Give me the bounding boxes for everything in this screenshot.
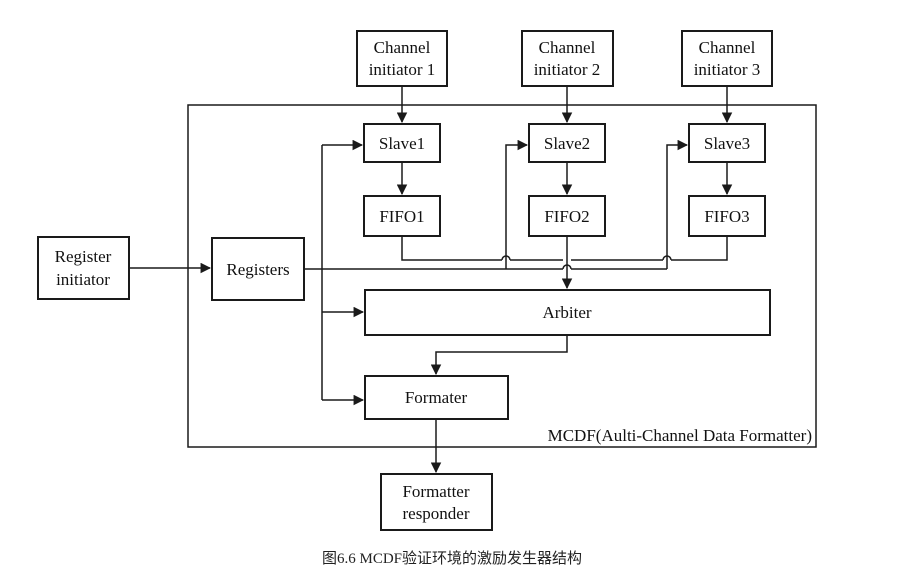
formater-label: Formater: [405, 388, 468, 407]
edge-registers-slave2: [505, 139, 529, 269]
register-initiator: Register initiator: [37, 236, 130, 300]
slave1-box: Slave1: [363, 123, 441, 163]
slave3-label: Slave3: [704, 134, 750, 153]
arbiter-label: Arbiter: [542, 303, 591, 322]
formatter-responder-line1: Formatter: [402, 482, 469, 501]
fifo1-box: FIFO1: [363, 195, 441, 237]
register-initiator-line1: Register: [55, 247, 112, 266]
registers-label: Registers: [226, 260, 289, 279]
mcdf-container-label: MCDF(Aulti-Channel Data Formatter): [548, 426, 812, 445]
channel-initiator-1: Channel initiator 1: [356, 30, 448, 87]
mcdf-container: [187, 104, 817, 448]
channel-initiator-2: Channel initiator 2: [521, 30, 614, 87]
channel-initiator-2-line2: initiator 2: [534, 60, 601, 79]
fifo3-label: FIFO3: [704, 207, 749, 226]
channel-initiator-1-line2: initiator 1: [369, 60, 436, 79]
edge-fifo1-arbiter: [401, 236, 502, 261]
fifo3-box: FIFO3: [688, 195, 766, 237]
channel-initiator-3: Channel initiator 3: [681, 30, 773, 87]
edge-registers-slave3: [666, 139, 689, 269]
edge-arbiter-formater: [430, 335, 568, 376]
arbiter-box: Arbiter: [364, 289, 771, 336]
slave2-box: Slave2: [528, 123, 606, 163]
channel-initiator-1-line1: Channel: [374, 38, 431, 57]
formatter-responder-line2: responder: [402, 504, 469, 523]
edge-registers-bus-hop: [562, 264, 572, 270]
slave1-label: Slave1: [379, 134, 425, 153]
slave3-box: Slave3: [688, 123, 766, 163]
channel-initiator-3-line1: Channel: [699, 38, 756, 57]
formatter-responder: Formatter responder: [380, 473, 493, 531]
fifo2-label: FIFO2: [544, 207, 589, 226]
fifo2-box: FIFO2: [528, 195, 606, 237]
fifo1-label: FIFO1: [379, 207, 424, 226]
formater-box: Formater: [364, 375, 509, 420]
slave2-label: Slave2: [544, 134, 590, 153]
edge-fifo3-arbiter: [671, 236, 728, 261]
channel-initiator-2-line1: Channel: [539, 38, 596, 57]
figure-caption: 图6.6 MCDF验证环境的激励发生器结构: [322, 549, 582, 567]
registers-box: Registers: [211, 237, 305, 301]
register-initiator-line2: initiator: [56, 270, 110, 289]
channel-initiator-3-line2: initiator 3: [694, 60, 761, 79]
